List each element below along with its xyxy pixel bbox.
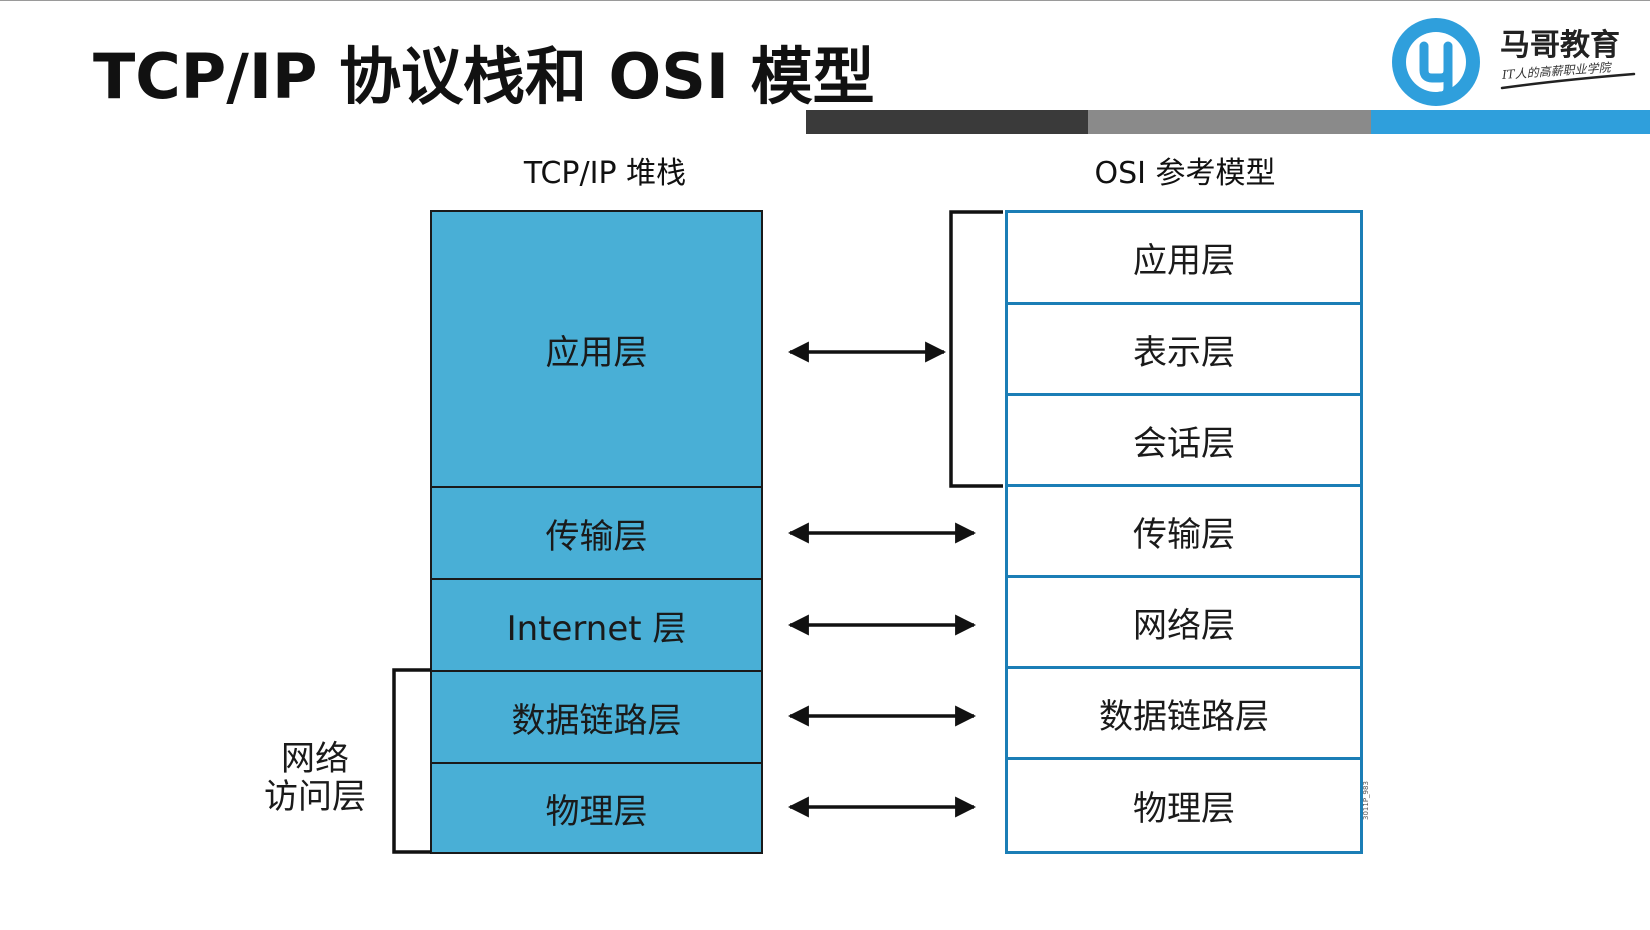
osi-model-header: OSI 参考模型: [1094, 156, 1276, 191]
osi-layer-application: 应用层: [1005, 210, 1363, 305]
osi-layer-transport: 传输层: [1005, 484, 1363, 579]
network-access-label-line1: 网络: [281, 739, 349, 779]
network-access-bracket: [392, 668, 431, 854]
network-access-label: 网络 访问层: [250, 740, 380, 816]
osi-layer-presentation: 表示层: [1005, 302, 1363, 397]
network-access-label-line2: 访问层: [264, 777, 366, 817]
osi-layer-network: 网络层: [1005, 575, 1363, 670]
header-bar-dark: [806, 110, 1088, 134]
tcpip-layer-datalink: 数据链路层: [430, 670, 763, 764]
tcpip-layer-physical: 物理层: [430, 762, 763, 854]
tcpip-stack-header: TCP/IP 堆栈: [523, 156, 687, 191]
tcpip-layer-transport: 传输层: [430, 486, 763, 580]
osi-layer-datalink: 数据链路层: [1005, 666, 1363, 761]
header-bar-blue: [1371, 110, 1650, 134]
brand-swoosh-icon: [1500, 72, 1636, 90]
osi-layer-physical: 物理层: [1005, 757, 1363, 854]
tcpip-layer-application: 应用层: [430, 210, 763, 488]
osi-layer-session: 会话层: [1005, 393, 1363, 488]
tcpip-layer-internet: Internet 层: [430, 578, 763, 672]
slide-title: TCP/IP 协议栈和 OSI 模型: [93, 40, 875, 113]
figure-code: 3011P_983: [1362, 781, 1370, 820]
osi-upper-layers-bracket: [949, 210, 1003, 488]
magedu-logo-icon: [1392, 18, 1480, 106]
top-rule: [0, 0, 1650, 1]
header-bar-mid: [1088, 110, 1371, 134]
brand-name: 马哥教育: [1500, 28, 1620, 63]
